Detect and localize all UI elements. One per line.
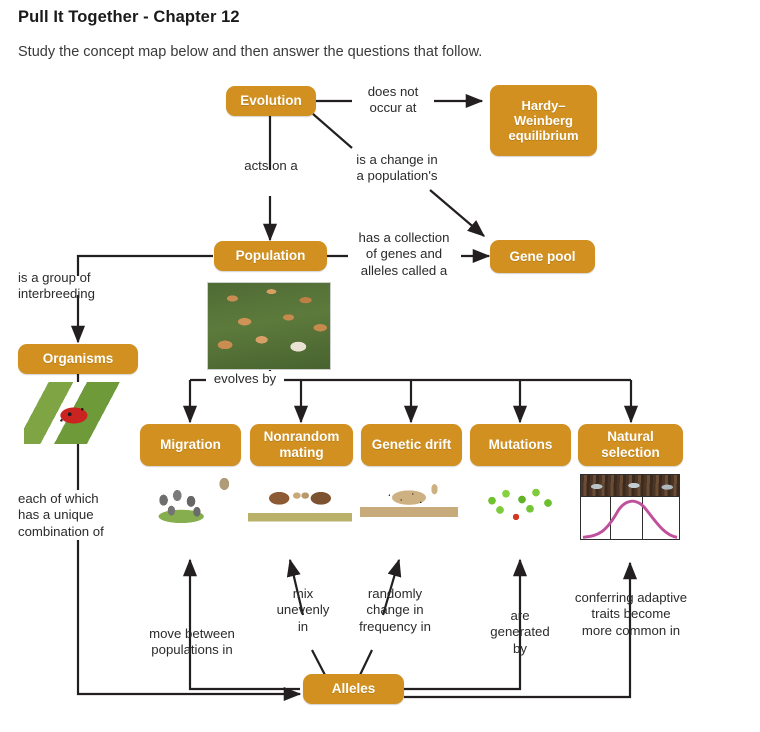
label-is-a-group-of-interbreeding: is a group of interbreeding	[18, 270, 95, 302]
node-gene-pool[interactable]: Gene pool	[490, 240, 595, 273]
node-nonrandom-mating[interactable]: Nonrandom mating	[250, 424, 353, 466]
label-randomly-change-in-frequency-in: randomly change in frequency in	[359, 586, 431, 634]
node-organisms-label: Organisms	[42, 351, 114, 367]
node-mutations-label: Mutations	[488, 437, 553, 453]
node-natural-selection[interactable]: Natural selection	[578, 424, 683, 466]
page-instructions: Study the concept map below and then ans…	[18, 44, 483, 60]
node-alleles[interactable]: Alleles	[303, 674, 404, 704]
graph-vline-left	[610, 496, 612, 539]
node-organisms[interactable]: Organisms	[18, 344, 138, 374]
node-nonrandom-mating-label: Nonrandom mating	[263, 429, 340, 460]
node-evolution-label: Evolution	[240, 93, 302, 109]
label-does-not-occur-at: does not occur at	[367, 84, 419, 116]
label-conferring-adaptive-traits: conferring adaptive traits become more c…	[574, 590, 688, 638]
label-each-of-which: each of which has a unique combination o…	[18, 491, 104, 539]
frequency-distribution-curve	[582, 499, 678, 539]
rabbits-photo	[142, 470, 240, 528]
label-acts-on-a: acts on a	[244, 158, 298, 173]
label-move-between-populations-in: move between populations in	[149, 626, 235, 658]
node-migration-label: Migration	[160, 437, 221, 453]
node-mutations[interactable]: Mutations	[470, 424, 571, 466]
label-evolves-by: evolves by	[206, 371, 284, 388]
concept-map: Evolution Hardy–Weinberg equilibrium Pop…	[0, 70, 760, 732]
node-evolution[interactable]: Evolution	[226, 86, 316, 116]
node-migration[interactable]: Migration	[140, 424, 241, 466]
ladybug-photo	[24, 382, 128, 444]
label-are-generated-by: are generated by	[490, 608, 550, 656]
beads-photo	[470, 474, 570, 532]
cheetah-photo	[360, 470, 458, 530]
node-alleles-label: Alleles	[331, 681, 376, 697]
node-natural-selection-label: Natural selection	[601, 429, 660, 460]
page-title: Pull It Together - Chapter 12	[18, 8, 240, 26]
node-population-label: Population	[235, 248, 306, 264]
moth-bark-band	[581, 475, 679, 497]
node-gene-pool-label: Gene pool	[509, 248, 576, 264]
label-mix-unevenly-in: mix unevenly in	[276, 586, 330, 634]
graph-vline-right	[641, 496, 643, 539]
population-herd-photo	[207, 282, 331, 370]
node-genetic-drift[interactable]: Genetic drift	[361, 424, 462, 466]
moth-graph-photo	[580, 474, 680, 540]
node-population[interactable]: Population	[214, 241, 327, 271]
node-genetic-drift-label: Genetic drift	[371, 437, 452, 453]
node-hardy-weinberg-label: Hardy–Weinberg equilibrium	[508, 97, 579, 144]
rams-photo	[248, 474, 352, 528]
label-has-a-collection: has a collection of genes and alleles ca…	[358, 230, 450, 278]
label-is-a-change-in: is a change in a population's	[356, 152, 438, 184]
node-hardy-weinberg-equilibrium[interactable]: Hardy–Weinberg equilibrium	[490, 85, 597, 156]
